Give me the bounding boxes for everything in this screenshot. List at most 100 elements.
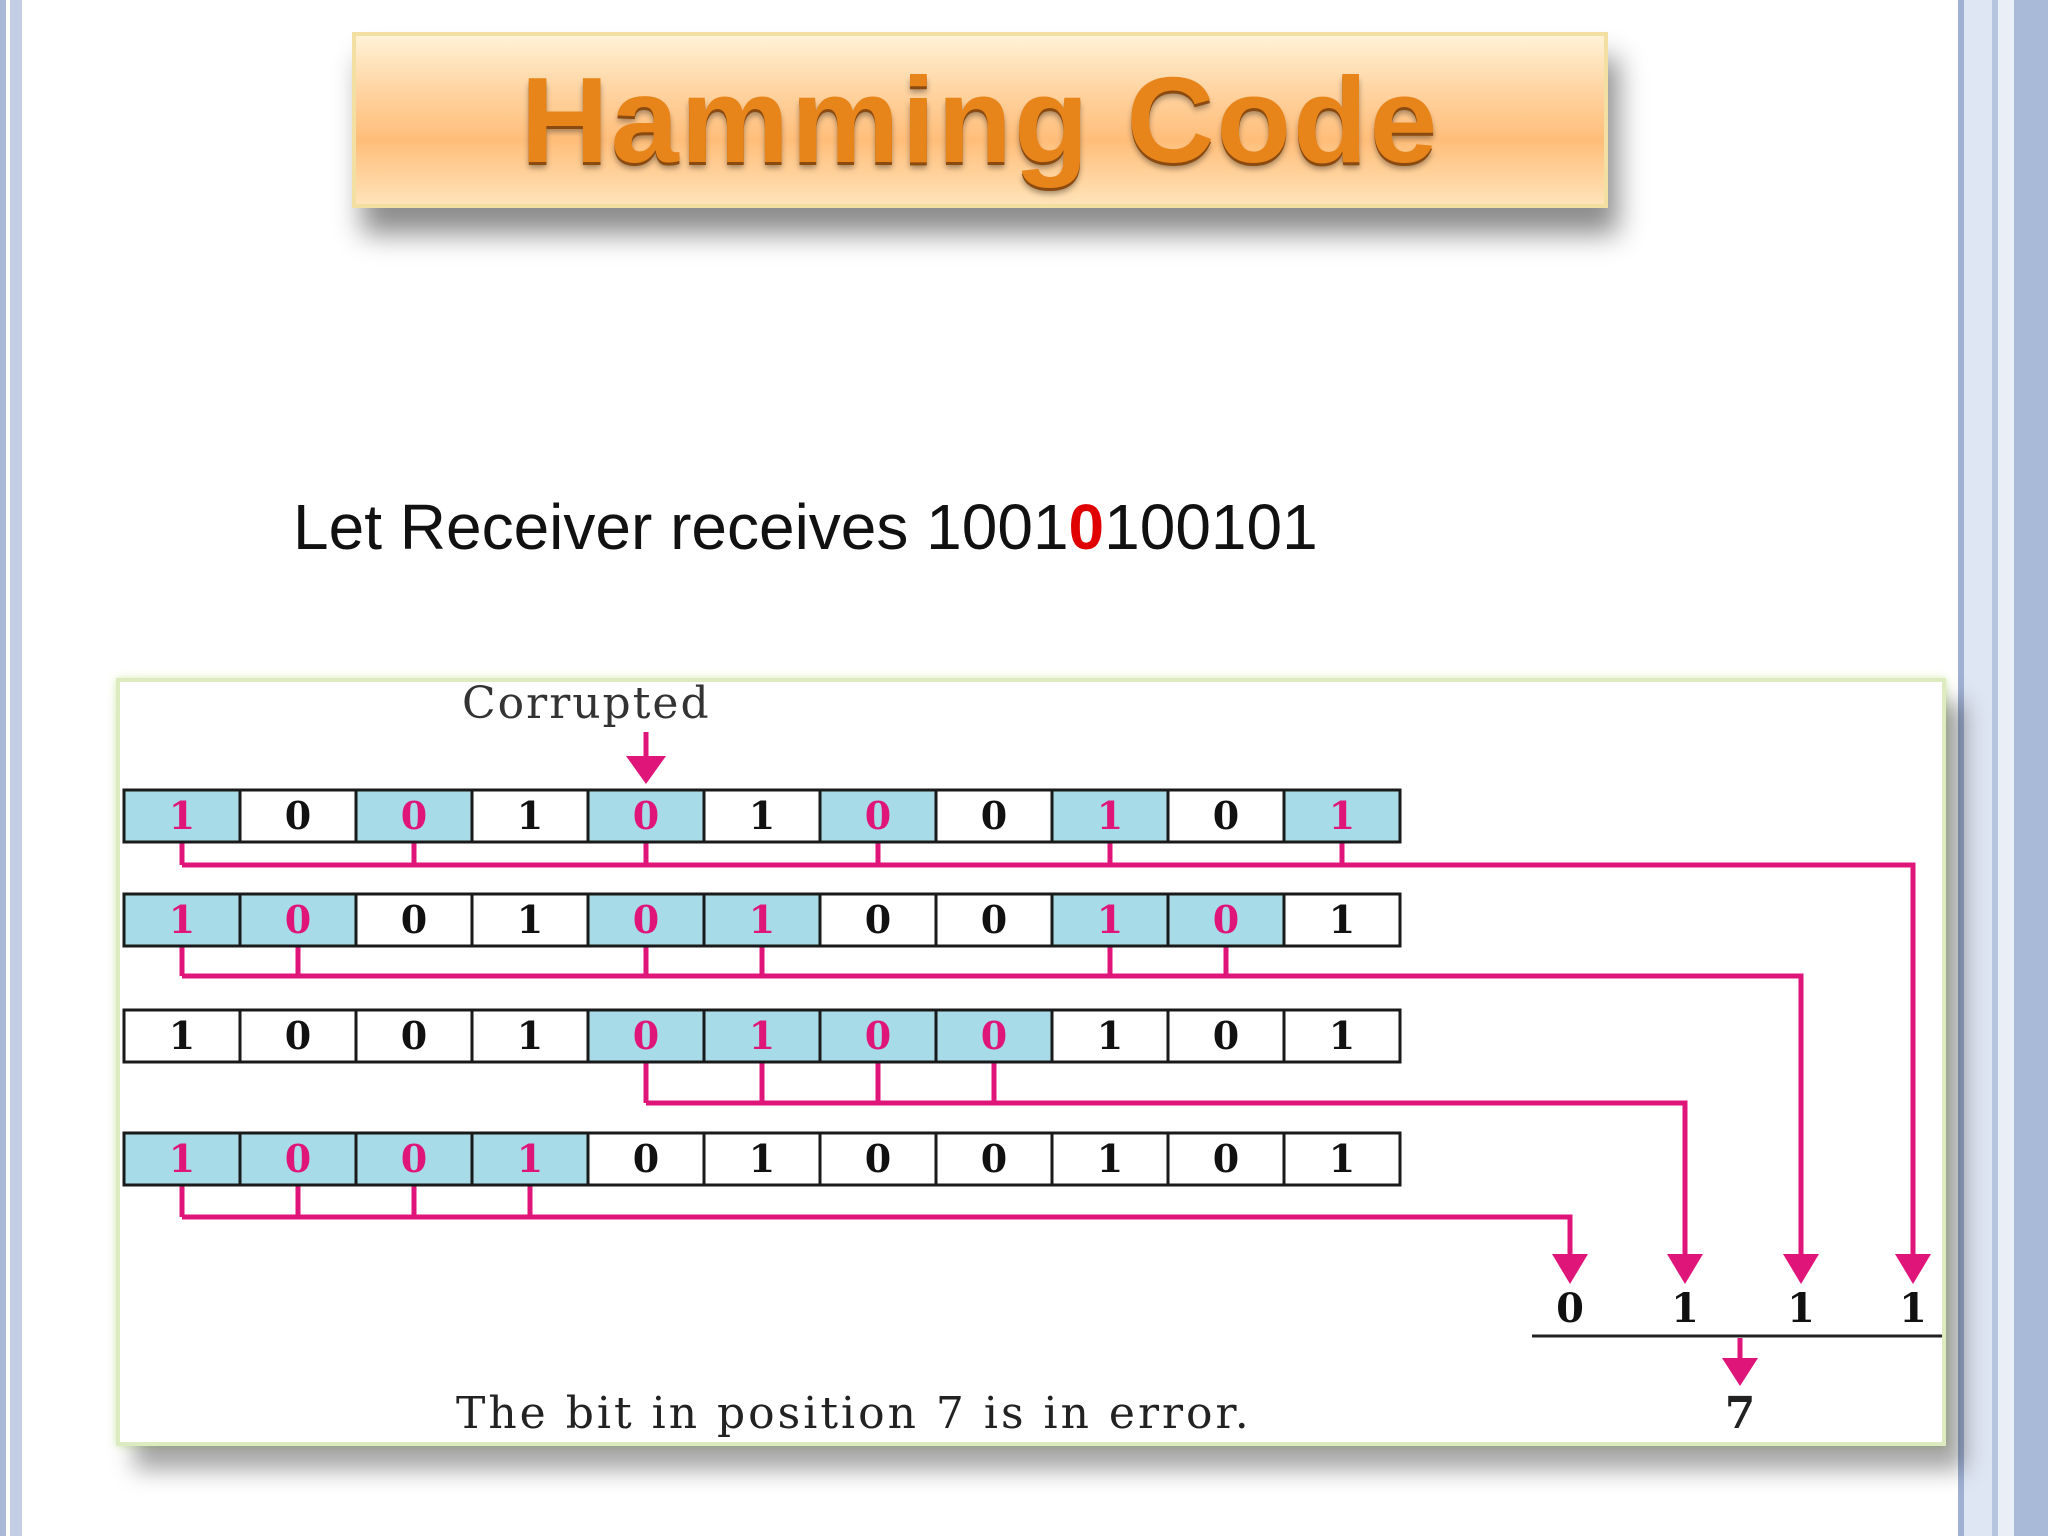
bit-value: 1	[1329, 793, 1355, 838]
bit-value: 0	[981, 793, 1007, 838]
syndrome-bit: 1	[1671, 1285, 1699, 1332]
bit-cell	[1282, 788, 1402, 844]
bit-value: 0	[1213, 897, 1239, 942]
bit-value: 1	[749, 1013, 775, 1058]
bit-cell	[818, 1131, 938, 1187]
received-bits-after: 100101	[1104, 491, 1318, 563]
hamming-diagram-panel: 1 0 0 1 0 1 0 0 1 0 1 1 0 0 1 0 1 0 0 1 0 1 1 0 0 1 0 1 0 0 1 0 1 1 0 0 1 0 1 0…	[116, 678, 1946, 1446]
parity-arrowhead	[1895, 1254, 1931, 1284]
bit-cell	[702, 1131, 822, 1187]
bit-value: 1	[749, 1136, 775, 1181]
bit-row-2: 1 0 0 1 0 1 0 0 1 0 1	[122, 892, 1402, 948]
bit-value: 1	[169, 1136, 195, 1181]
title-banner: Hamming Code	[352, 32, 1608, 208]
bit-value: 0	[401, 897, 427, 942]
bit-value: 0	[285, 793, 311, 838]
bit-value: 1	[169, 793, 195, 838]
bit-value: 0	[865, 1136, 891, 1181]
bit-value: 1	[1329, 1136, 1355, 1181]
corrupted-arrow	[626, 732, 666, 784]
bit-value: 0	[633, 1136, 659, 1181]
bit-value: 1	[1329, 897, 1355, 942]
parity-bus	[182, 973, 1804, 1264]
bit-cell	[934, 1008, 1054, 1064]
bit-value: 0	[865, 793, 891, 838]
error-message: The bit in position 7 is in error.	[456, 1388, 1252, 1439]
bit-cell	[470, 892, 590, 948]
syndrome-bit: 0	[1556, 1285, 1584, 1332]
bit-value: 0	[1213, 1136, 1239, 1181]
bit-value: 1	[517, 1136, 543, 1181]
bit-value: 0	[401, 1136, 427, 1181]
bit-value: 1	[1097, 1013, 1123, 1058]
parity-path-4	[179, 1185, 1588, 1284]
bit-value: 1	[517, 897, 543, 942]
bit-cell	[1166, 1131, 1286, 1187]
parity-bus	[182, 1214, 1573, 1264]
syndrome-bit: 1	[1899, 1285, 1927, 1332]
bit-cell	[1050, 1131, 1170, 1187]
bit-value: 1	[1097, 1136, 1123, 1181]
bit-value: 0	[401, 793, 427, 838]
bit-value: 0	[633, 897, 659, 942]
bit-value: 0	[981, 1136, 1007, 1181]
bit-value: 0	[981, 1013, 1007, 1058]
bit-value: 0	[285, 897, 311, 942]
slide-right-border	[1958, 0, 2048, 1536]
bit-cell	[1282, 892, 1402, 948]
bit-cell	[1282, 1008, 1402, 1064]
receiver-prefix: Let Receiver receives	[293, 491, 927, 563]
received-bits-before: 1001	[926, 491, 1069, 563]
parity-bus	[182, 862, 1916, 1264]
parity-path-3	[643, 1062, 1703, 1284]
bit-cell	[1166, 892, 1286, 948]
bit-value: 0	[285, 1136, 311, 1181]
result-value: 7	[1725, 1388, 1756, 1439]
parity-path-1	[179, 842, 1931, 1284]
bit-value: 0	[981, 897, 1007, 942]
bit-value: 1	[749, 793, 775, 838]
bit-value: 0	[865, 1013, 891, 1058]
bit-cell	[122, 1131, 242, 1187]
bit-cell	[1166, 788, 1286, 844]
bit-cell	[934, 788, 1054, 844]
bit-cell	[818, 1008, 938, 1064]
bit-cell	[470, 788, 590, 844]
bit-cell	[122, 1008, 242, 1064]
bit-cell	[818, 788, 938, 844]
parity-path-2	[179, 946, 1819, 1284]
bit-value: 1	[1097, 793, 1123, 838]
slide-title: Hamming Code	[520, 52, 1440, 188]
bit-value: 0	[865, 897, 891, 942]
slide-left-border	[0, 0, 22, 1536]
bit-value: 0	[1213, 793, 1239, 838]
bit-cell	[702, 892, 822, 948]
bit-value: 0	[633, 793, 659, 838]
bit-value: 1	[1097, 897, 1123, 942]
bit-cell	[354, 788, 474, 844]
bit-cell	[238, 892, 358, 948]
bit-cell	[238, 1131, 358, 1187]
bit-value: 1	[169, 897, 195, 942]
received-error-bit: 0	[1068, 491, 1105, 563]
corrupted-label: Corrupted	[462, 682, 711, 729]
bit-value: 0	[285, 1013, 311, 1058]
hamming-diagram: 1 0 0 1 0 1 0 0 1 0 1 1 0 0 1 0 1 0 0 1 0 1 1 0 0 1 0 1 0 0 1 0 1 1 0 0 1 0 1 0…	[122, 682, 1942, 1439]
bit-value: 1	[1329, 1013, 1355, 1058]
bit-value: 1	[749, 897, 775, 942]
bit-cell	[238, 788, 358, 844]
parity-bus	[646, 1100, 1688, 1264]
bit-value: 0	[633, 1013, 659, 1058]
result-arrow	[1722, 1338, 1758, 1386]
bit-cell	[702, 788, 822, 844]
bit-cell	[586, 892, 706, 948]
bit-cell	[1282, 1131, 1402, 1187]
bit-cell	[1050, 1008, 1170, 1064]
parity-arrowhead	[1552, 1254, 1588, 1284]
bit-cell	[934, 1131, 1054, 1187]
parity-arrowhead	[1667, 1254, 1703, 1284]
bit-value: 0	[401, 1013, 427, 1058]
bit-cell	[1166, 1008, 1286, 1064]
